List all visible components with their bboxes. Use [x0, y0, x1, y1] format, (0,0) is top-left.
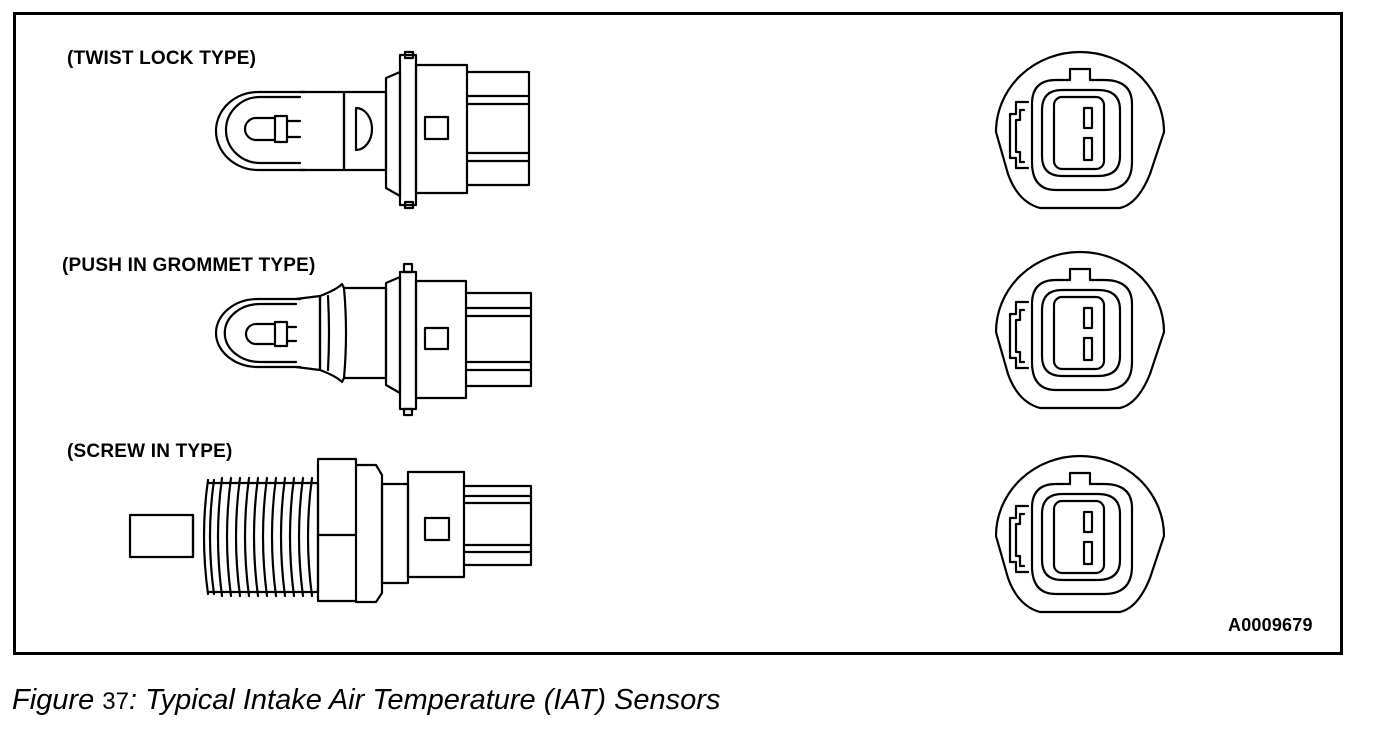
twist-lock-connector-view [996, 52, 1164, 208]
screw-in-connector-view [996, 456, 1164, 612]
twist-lock-sensor [216, 52, 529, 208]
push-in-grommet-connector-view [996, 252, 1164, 408]
screw-in-sensor [130, 459, 531, 602]
caption-number: 37 [102, 688, 129, 715]
caption-prefix: Figure [12, 684, 95, 716]
figure-caption: Figure 37: Typical Intake Air Temperatur… [12, 684, 720, 717]
figure-frame [13, 12, 1343, 655]
twist-lock-type-label: (TWIST LOCK TYPE) [67, 48, 257, 69]
caption-text: : Typical Intake Air Temperature (IAT) S… [128, 684, 721, 716]
screw-in-type-label: (SCREW IN TYPE) [67, 441, 233, 462]
push-in-grommet-sensor [216, 264, 531, 415]
figure-id-label: A0009679 [1228, 615, 1313, 635]
push-in-grommet-type-label: (PUSH IN GROMMET TYPE) [62, 255, 316, 276]
